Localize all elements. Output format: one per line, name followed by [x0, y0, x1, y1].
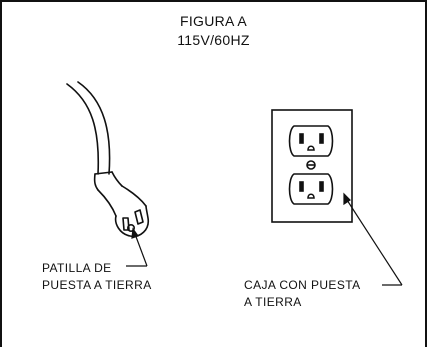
- ground-pin-leader: [126, 227, 148, 267]
- duplex-outlet-icon: [271, 109, 353, 223]
- grounded-box-label: CAJA CON PUESTA A TIERRA: [244, 277, 360, 311]
- ground-pin-label-line1: PATILLA DE: [42, 261, 112, 275]
- ground-pin-label: PATILLA DE PUESTA A TIERRA: [42, 260, 152, 294]
- three-prong-plug-icon: [66, 81, 150, 238]
- ground-pin-label-line2: PUESTA A TIERRA: [42, 278, 152, 292]
- grounded-box-leader: [343, 192, 403, 286]
- grounded-box-label-line1: CAJA CON PUESTA: [244, 278, 361, 292]
- figure-title-line1: FIGURA A: [180, 13, 247, 29]
- grounded-box-label-line2: A TIERRA: [244, 295, 302, 309]
- figure-title: FIGURA A 115V/60HZ: [2, 12, 425, 50]
- figure-title-line2: 115V/60HZ: [177, 32, 250, 48]
